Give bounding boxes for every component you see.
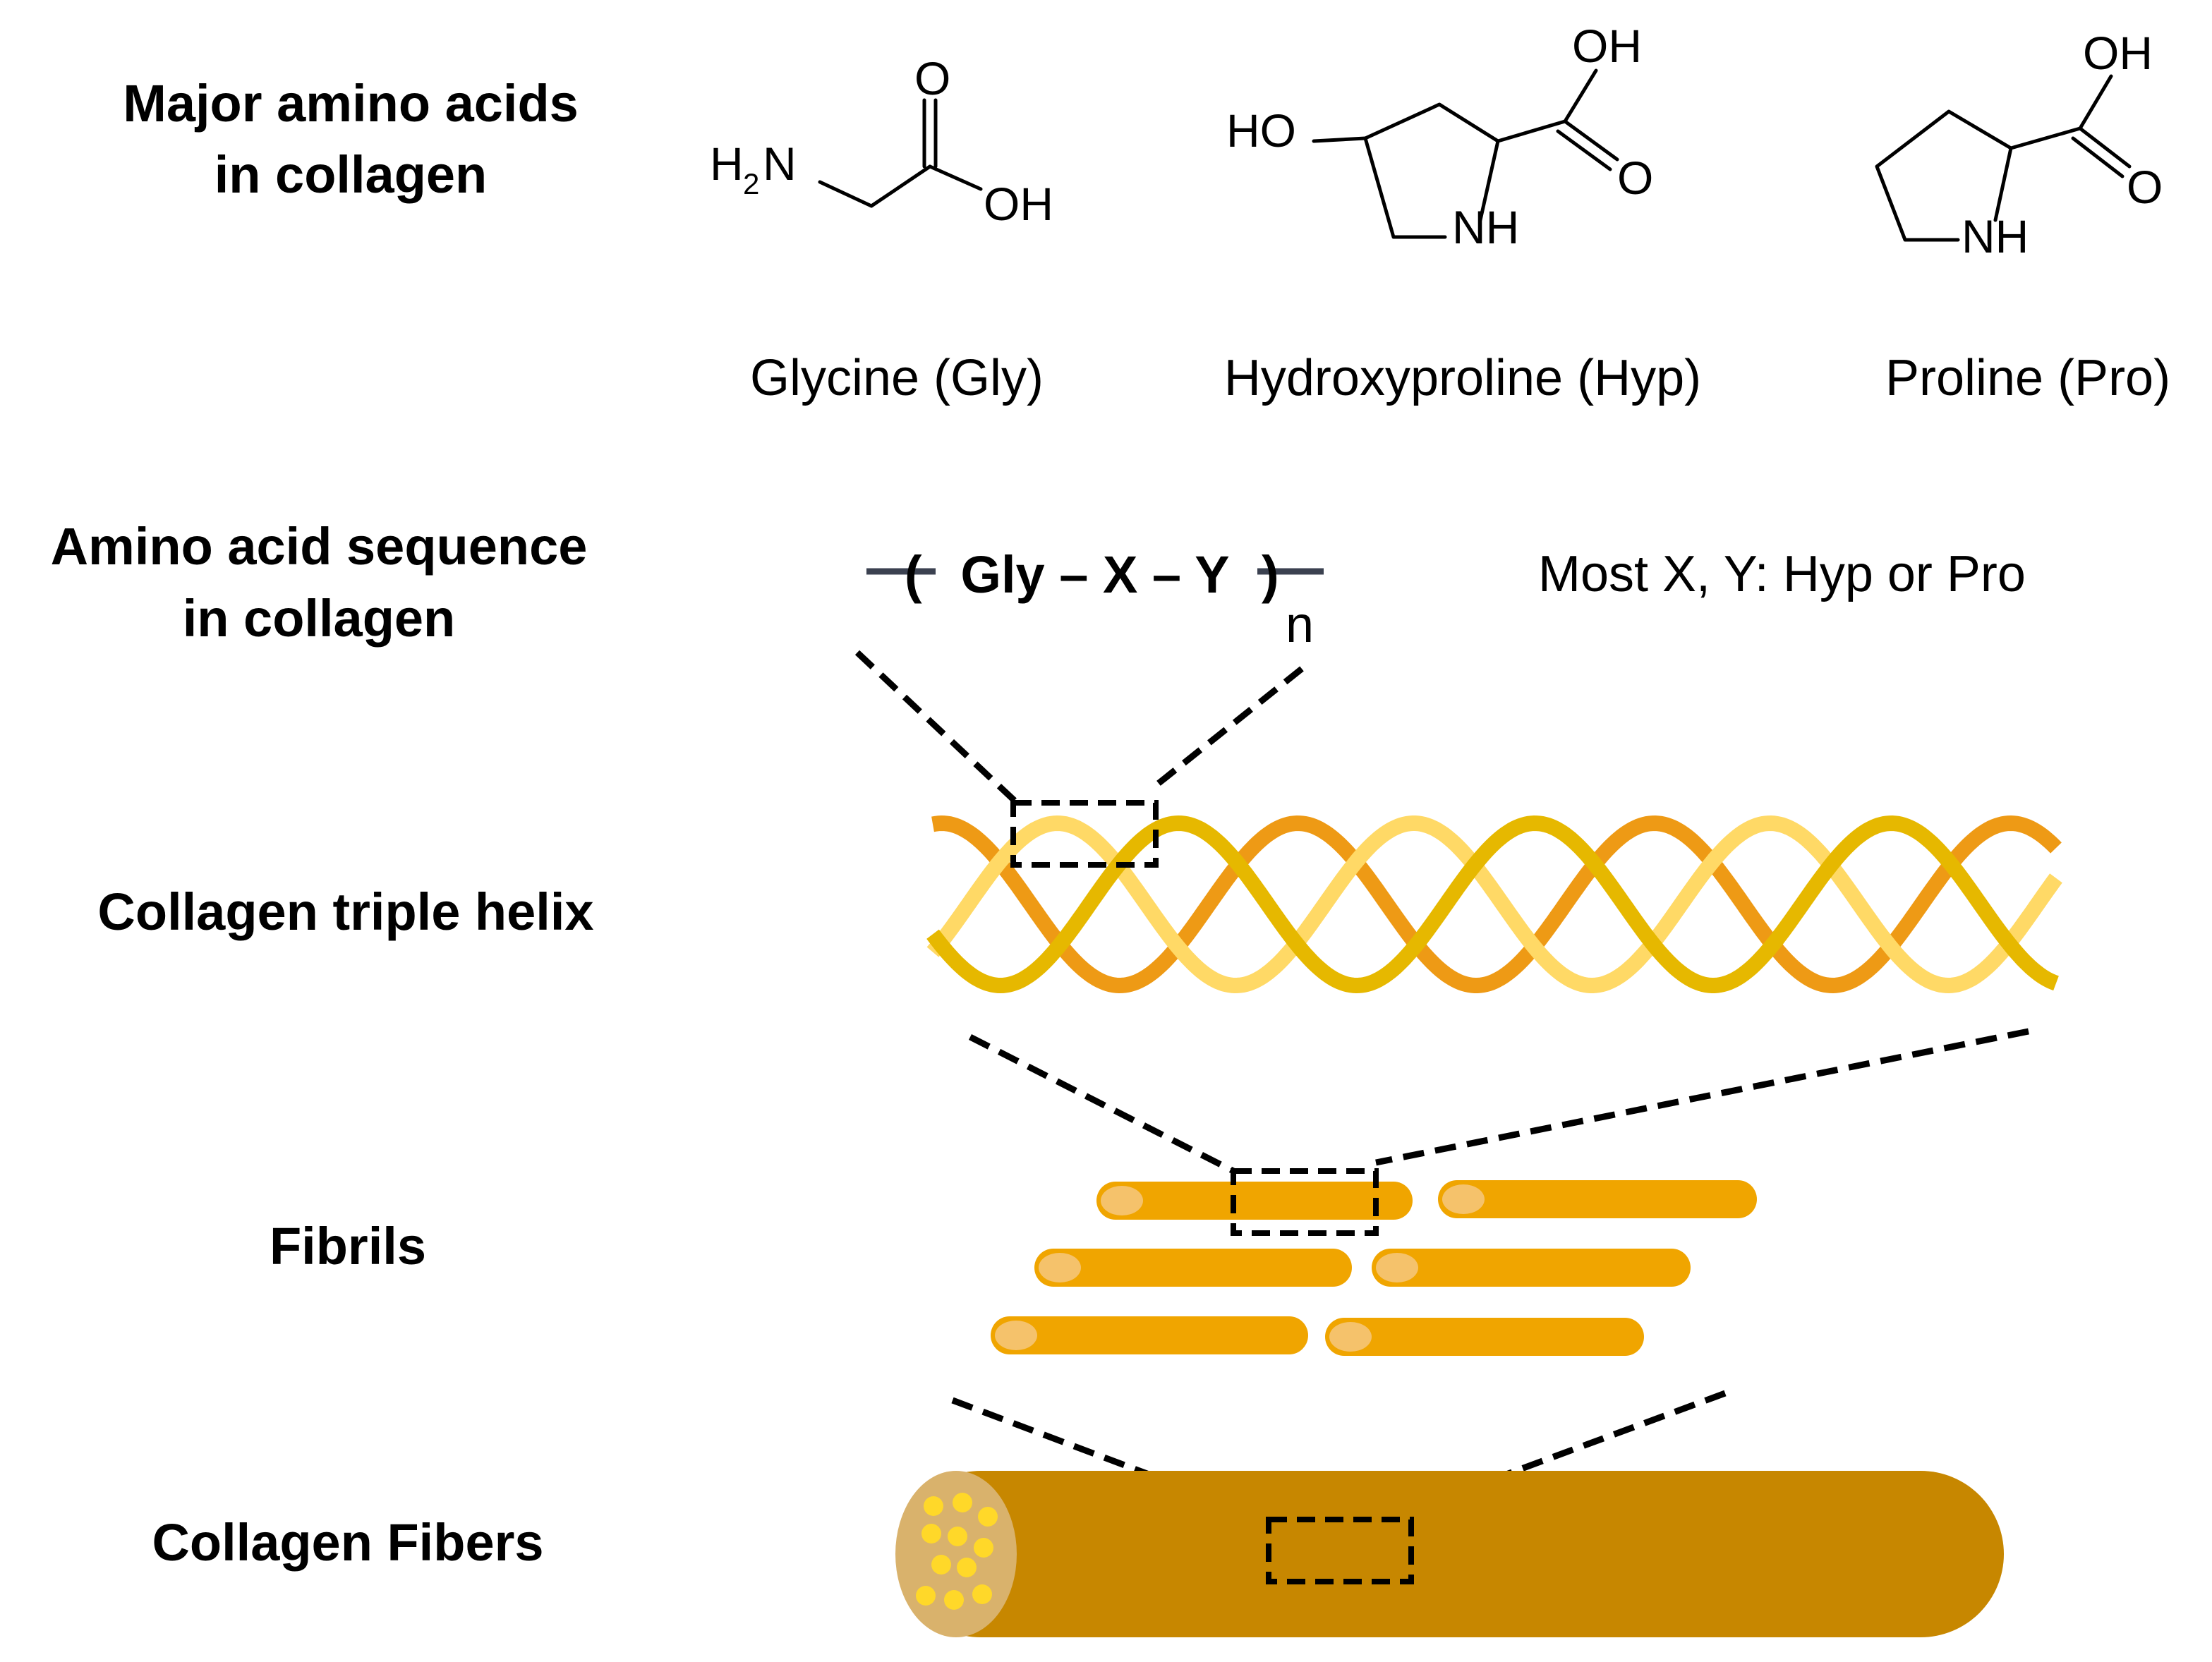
hyp-ring-ho: HO — [1226, 104, 1296, 157]
glycine-caption: Glycine (Gly) — [750, 350, 1044, 406]
label-sequence-line2: in collagen — [183, 589, 456, 648]
hyp-double-bond-b — [1556, 129, 1612, 171]
fiber-dot — [978, 1507, 998, 1527]
row-labels: Major amino acids in collagen Amino acid… — [51, 74, 594, 1572]
fiber-dot — [916, 1586, 936, 1606]
glycine-backbone-bond — [818, 164, 932, 208]
collagen-fiber — [895, 1471, 2004, 1637]
fiber-fibril-dots — [916, 1493, 998, 1610]
hyp-nh: NH — [1452, 201, 1519, 253]
fiber-dot — [924, 1496, 943, 1516]
glycine-amine-subscript: 2 — [743, 167, 759, 200]
glycine-structure: H 2 N O OH Glycine (Gly) — [710, 52, 1053, 406]
triple-helix — [926, 800, 2062, 994]
zoom-line-seq-left — [854, 650, 1017, 803]
helix-strand-dark — [931, 815, 2062, 994]
proline-double-bond-a — [2078, 126, 2132, 169]
proline-double-bond-b — [2071, 136, 2125, 178]
proline-caption: Proline (Pro) — [1885, 350, 2170, 406]
glycine-amine-n: N — [763, 138, 797, 190]
fiber-zoom-box — [1266, 1517, 1414, 1584]
label-triple-helix: Collagen triple helix — [97, 882, 593, 941]
sequence-subscript-n: n — [1286, 597, 1314, 653]
fibril-cap — [1442, 1184, 1485, 1214]
glycine-amine-h: H — [710, 138, 744, 190]
label-collagen-fibers: Collagen Fibers — [152, 1513, 543, 1572]
fibril-body — [1438, 1180, 1757, 1218]
fibril-body — [1372, 1249, 1691, 1287]
hyp-oh-bond — [1563, 68, 1598, 123]
label-fibrils: Fibrils — [270, 1217, 426, 1275]
zoom-line-fibril-left — [951, 1397, 1270, 1523]
fibril-cap — [995, 1321, 1037, 1350]
proline-oh-bond — [2078, 74, 2113, 131]
fiber-dot — [931, 1555, 951, 1575]
sequence-repeat-unit: Gly – X – Y — [960, 545, 1229, 604]
fibril — [1325, 1318, 1644, 1356]
hyp-acid-oh: OH — [1572, 20, 1642, 72]
fiber-body — [898, 1471, 2004, 1637]
proline-carbonyl-o: O — [2127, 161, 2163, 213]
fibril — [1438, 1180, 1757, 1218]
glycine-oh-bond — [928, 164, 983, 191]
sequence-close-paren: ) — [1262, 545, 1279, 604]
label-major-line2: in collagen — [214, 145, 488, 204]
fiber-dot — [974, 1538, 993, 1558]
fibril — [1372, 1249, 1691, 1287]
fibril-zoom-box — [1231, 1168, 1379, 1236]
proline-nh: NH — [1962, 210, 2029, 262]
fibril-body — [1325, 1318, 1644, 1356]
label-major-line1: Major amino acids — [123, 74, 579, 133]
zoom-line-helix-right — [1375, 1028, 2029, 1166]
sequence-formula: ( Gly – X – Y ) n Most X, Y: Hyp or Pro — [866, 545, 2026, 653]
hyp-double-bond-a — [1563, 119, 1619, 162]
fibril-cap — [1039, 1253, 1081, 1282]
hyp-ho-bond — [1312, 136, 1367, 143]
proline-ring — [1875, 109, 2013, 242]
hydroxyproline-caption: Hydroxyproline (Hyp) — [1224, 350, 1701, 406]
zoom-lines-sequence — [854, 650, 1304, 803]
fiber-dot — [953, 1493, 972, 1512]
proline-structure: NH OH O Proline (Pro) — [1875, 27, 2170, 406]
fibril-body — [1034, 1249, 1352, 1287]
fibril-body — [991, 1316, 1308, 1354]
fibril-cap — [1376, 1253, 1418, 1282]
zoom-lines-helix — [968, 1028, 2029, 1176]
hydroxyproline-structure: HO NH OH O Hydroxyproline (Hyp) — [1224, 20, 1701, 406]
fibril-body — [1096, 1182, 1413, 1220]
hyp-acid-bond — [1496, 119, 1567, 143]
fibril-cap — [1329, 1322, 1372, 1352]
fiber-dot — [972, 1584, 992, 1604]
fibril — [991, 1316, 1308, 1354]
fibril — [1034, 1249, 1352, 1287]
hyp-carbonyl-o: O — [1617, 152, 1653, 204]
fibrils-group — [991, 1168, 1757, 1356]
fibril-cap — [1101, 1186, 1143, 1215]
fibril — [1096, 1182, 1413, 1220]
zoom-line-helix-left — [968, 1033, 1238, 1176]
fiber-dot — [921, 1524, 941, 1543]
sequence-note: Most X, Y: Hyp or Pro — [1538, 546, 2026, 602]
fiber-dot — [948, 1527, 967, 1546]
helix-zoom-box — [1010, 800, 1159, 868]
glycine-carbonyl-o: O — [914, 52, 950, 104]
fiber-dot — [957, 1558, 977, 1577]
hyp-ring — [1363, 102, 1500, 239]
sequence-open-paren: ( — [905, 545, 922, 604]
glycine-hydroxyl: OH — [984, 178, 1053, 230]
zoom-line-seq-right — [1155, 666, 1304, 787]
label-sequence-line1: Amino acid sequence — [51, 517, 588, 576]
fiber-dot — [944, 1590, 964, 1610]
proline-acid-bond — [2009, 126, 2082, 150]
proline-acid-oh: OH — [2083, 27, 2153, 79]
